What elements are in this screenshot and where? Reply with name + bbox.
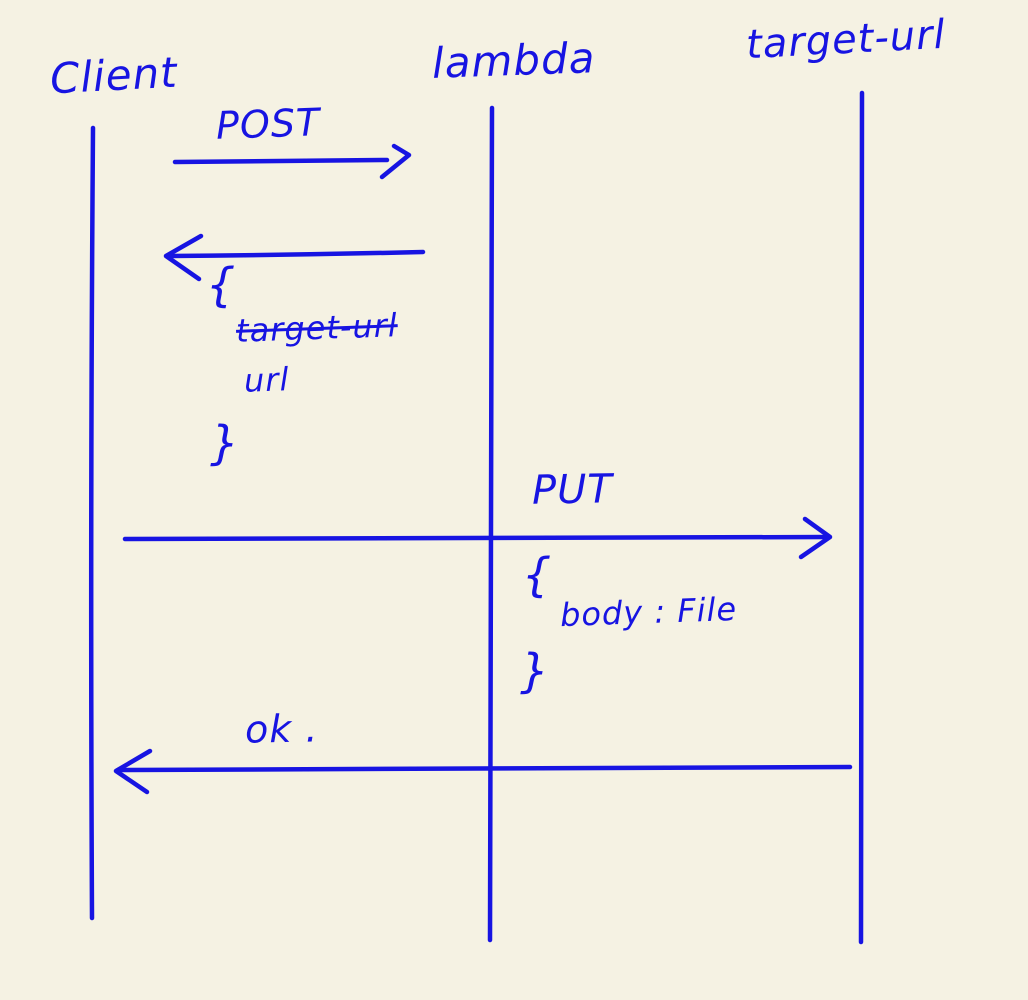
message-label-put: PUT	[531, 466, 614, 514]
post-arrow-line	[172, 157, 390, 165]
annotation1-close-brace: }	[210, 416, 241, 470]
message-label-ok: ok .	[244, 706, 319, 752]
ok-arrow-line	[115, 764, 853, 773]
put-arrow-line	[122, 534, 831, 542]
response-arrowhead-icon	[163, 233, 204, 282]
client-lifeline	[88, 125, 96, 921]
ok-arrowhead-icon	[113, 748, 153, 795]
actor-label-lambda: lambda	[431, 33, 597, 88]
annotation1-open-brace: {	[206, 258, 237, 312]
actor-label-target-url: target-url	[744, 11, 947, 69]
annotation1-line2: url	[243, 360, 290, 400]
response-arrow-line	[167, 249, 426, 259]
annotation2-open-brace: {	[522, 548, 553, 602]
lambda-lifeline	[487, 105, 495, 943]
target-url-lifeline	[858, 90, 865, 945]
post-arrowhead-icon	[379, 143, 412, 180]
put-arrowhead-icon	[798, 516, 833, 560]
annotation1-line1: target-url	[235, 306, 399, 350]
message-label-post: POST	[215, 100, 321, 148]
annotation2-close-brace: }	[520, 644, 551, 698]
actor-label-client: Client	[48, 47, 179, 104]
annotation2-text: body : File	[559, 589, 738, 635]
